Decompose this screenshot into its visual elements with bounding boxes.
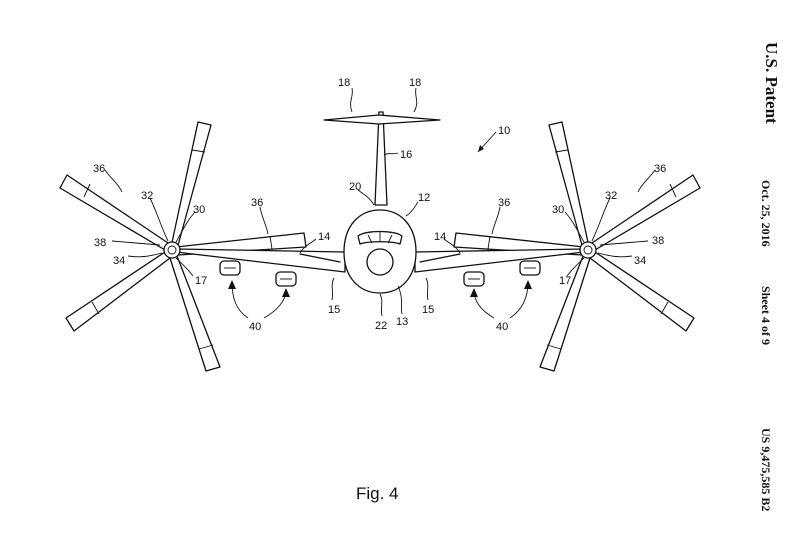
ref-32-left: 32 xyxy=(141,190,153,202)
right-blade-upper-right xyxy=(591,174,701,251)
rotor-hubs xyxy=(163,241,597,259)
vertical-stabilizer xyxy=(374,111,388,206)
ref-36-right: 36 xyxy=(498,197,510,209)
ref-36-left: 36 xyxy=(251,197,263,209)
header-patent-number: US 9,475,585 B2 xyxy=(759,428,773,511)
right-hub xyxy=(579,241,597,259)
ref-20: 20 xyxy=(349,181,361,193)
left-hub xyxy=(163,241,181,259)
ref-17-left: 17 xyxy=(195,275,207,287)
engine-nacelles xyxy=(219,260,541,287)
ref-15-left: 15 xyxy=(328,304,340,316)
leader-lines xyxy=(104,87,656,319)
right-blade-down xyxy=(539,255,591,372)
right-blade-up xyxy=(548,121,590,250)
right-wing xyxy=(414,248,585,273)
ref-40-left: 40 xyxy=(249,321,261,333)
header-title: U.S. Patent xyxy=(762,42,781,124)
ref-34-left: 34 xyxy=(113,255,125,267)
ref-12: 12 xyxy=(418,192,430,204)
ref-10: 10 xyxy=(498,125,510,137)
reference-numerals: 18 18 16 10 20 12 14 14 15 15 22 13 36 3… xyxy=(93,77,666,333)
ref-36-far-left: 36 xyxy=(93,163,105,175)
left-blade-upper-left xyxy=(59,174,169,251)
tail xyxy=(323,111,441,206)
ref-15-right: 15 xyxy=(422,304,434,316)
ref-38-left: 38 xyxy=(94,237,106,249)
ref-18-left: 18 xyxy=(338,77,350,89)
ref-22: 22 xyxy=(375,320,387,332)
ref-16: 16 xyxy=(400,149,412,161)
fuselage xyxy=(343,209,417,294)
left-blade-down xyxy=(169,255,221,372)
ref-40-right: 40 xyxy=(496,321,508,333)
ref-14-left: 14 xyxy=(318,231,330,243)
ref-30-left: 30 xyxy=(193,204,205,216)
ref-34-right: 34 xyxy=(634,255,646,267)
ref-38-right: 38 xyxy=(652,235,664,247)
ref-14-right: 14 xyxy=(434,231,446,243)
figure-caption: Fig. 4 xyxy=(356,484,399,503)
left-wing xyxy=(175,248,346,273)
ref-36-far-right: 36 xyxy=(654,163,666,175)
header-sheet: Sheet 4 of 9 xyxy=(759,286,773,345)
horizontal-stabilizer xyxy=(323,114,441,125)
ref-32-right: 32 xyxy=(605,190,617,202)
left-blade-up xyxy=(170,121,212,250)
patent-header: U.S. Patent Oct. 25, 2016 Sheet 4 of 9 U… xyxy=(759,42,781,511)
ref-18-right: 18 xyxy=(409,77,421,89)
header-date: Oct. 25, 2016 xyxy=(759,180,773,247)
ref-17-right: 17 xyxy=(559,275,571,287)
ref-13: 13 xyxy=(396,316,408,328)
ref-30-right: 30 xyxy=(552,204,564,216)
nose-radome xyxy=(366,248,394,276)
